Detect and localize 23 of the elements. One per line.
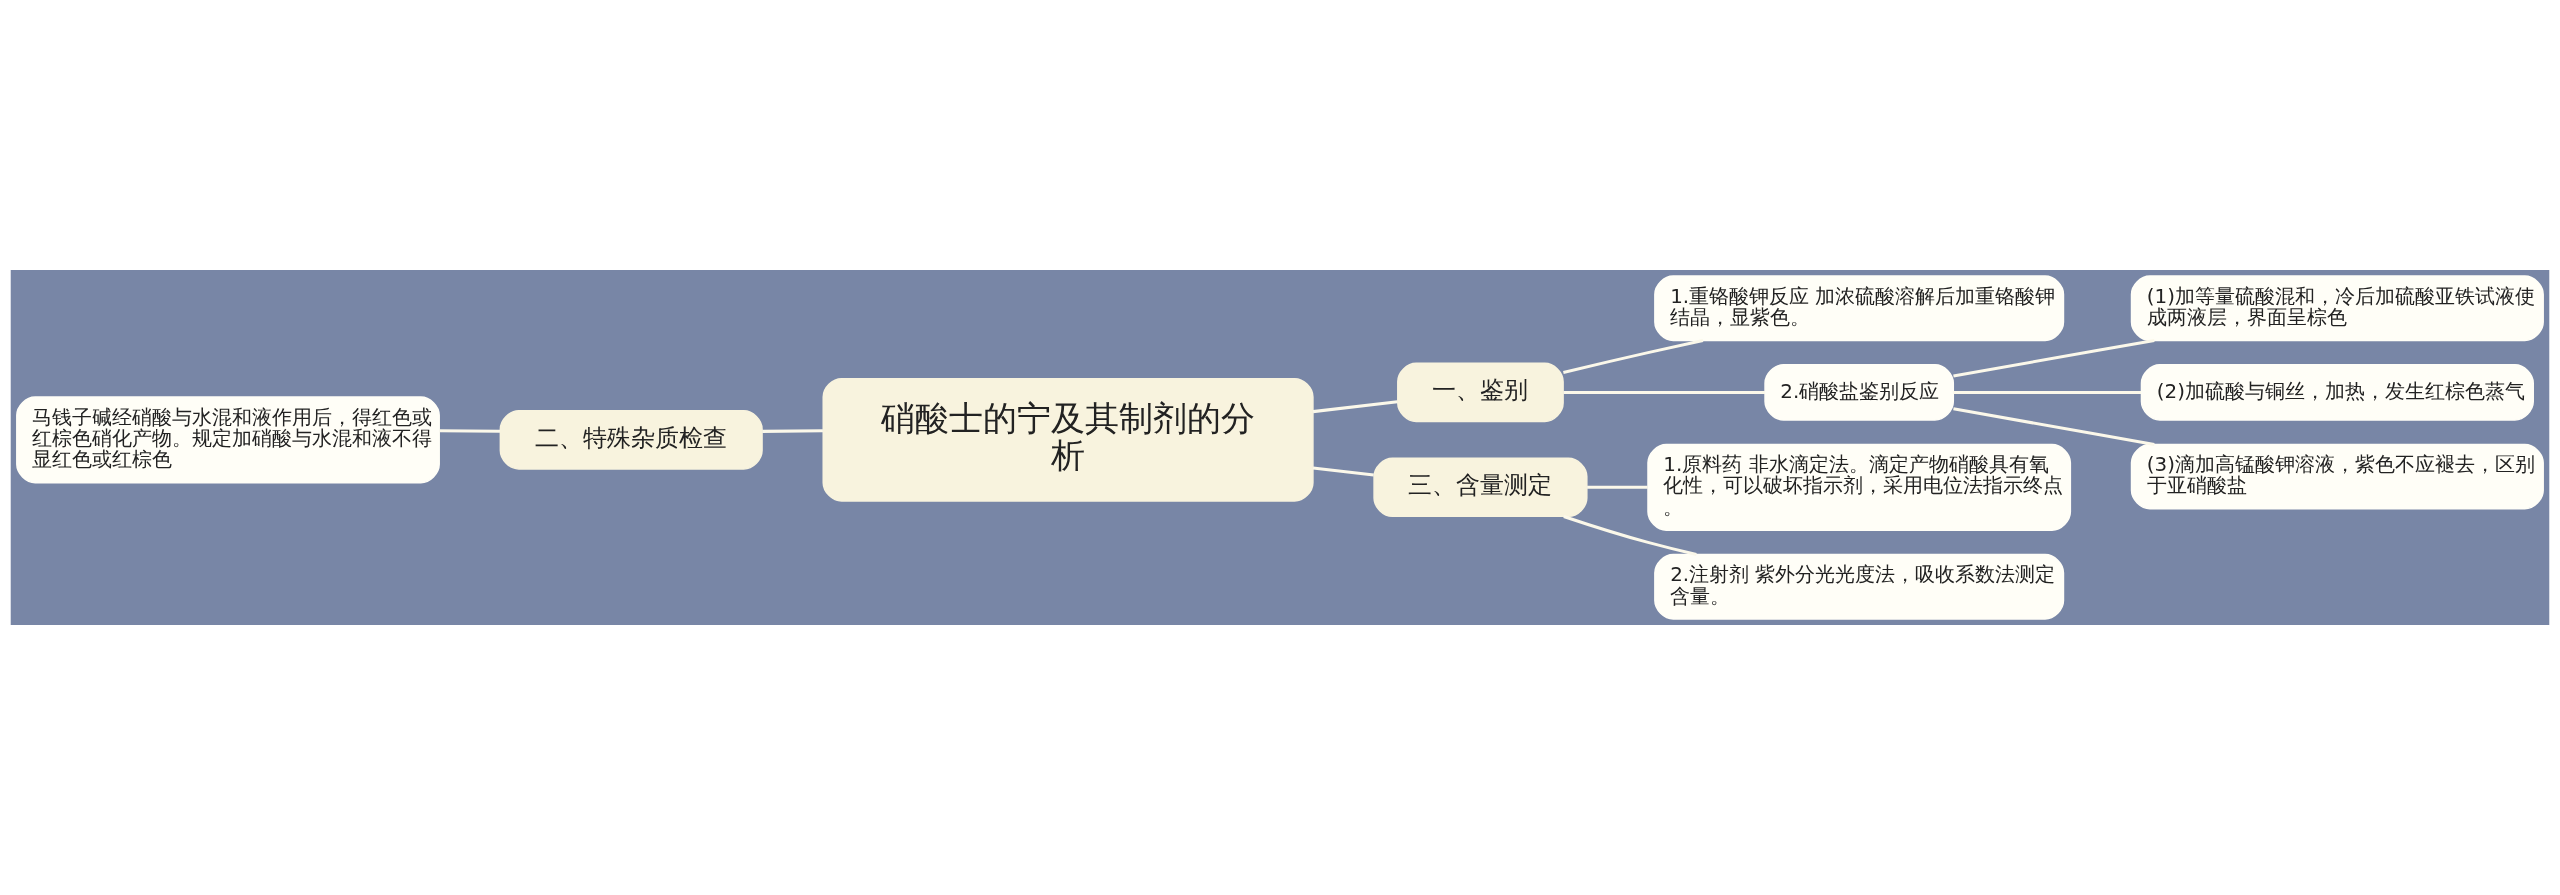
node-box: 三、含量测定 bbox=[1373, 457, 1588, 518]
node-box: 2.注射剂 紫外分光光度法，吸收系数法测定含量。 bbox=[1654, 553, 2065, 620]
node-box: 二、特殊杂质检查 bbox=[499, 410, 763, 470]
node-box: 1.重铬酸钾反应 加浓硫酸溶解后加重铬酸钾结晶，显紫色。 bbox=[1654, 275, 2065, 342]
node-box: 2.硝酸盐鉴别反应 bbox=[1764, 364, 1955, 421]
connector bbox=[1563, 339, 1704, 374]
node-box: 一、鉴别 bbox=[1397, 362, 1564, 423]
connector bbox=[1587, 485, 1648, 489]
connector bbox=[1953, 338, 2155, 378]
node-box: 硝酸士的宁及其制剂的分析 bbox=[822, 377, 1314, 502]
node-box: (2)加硫酸与铜丝，加热，发生红棕色蒸气 bbox=[2140, 364, 2534, 421]
node-box: 1.原料药 非水滴定法。滴定产物硝酸具有氧化性，可以破坏指示剂，采用电位法指示终点。 bbox=[1647, 443, 2072, 531]
connector bbox=[1312, 400, 1398, 414]
node-box: (3)滴加高锰酸钾溶液，紫色不应褪去，区别于亚硝酸盐 bbox=[2130, 443, 2544, 510]
connector bbox=[1953, 407, 2155, 446]
connector bbox=[1563, 515, 1697, 556]
node-box: 马钱子碱经硝酸与水混和液作用后，得红色或红棕色硝化产物。规定加硝酸与水混和液不得显红色或红棕色 bbox=[16, 396, 440, 484]
connector bbox=[1953, 390, 2142, 394]
node-box: (1)加等量硫酸混和，冷后加硫酸亚铁试液使成两液层，界面呈棕色 bbox=[2130, 275, 2544, 342]
connector bbox=[762, 429, 823, 433]
connector bbox=[439, 429, 500, 433]
connector bbox=[1312, 466, 1374, 477]
connector bbox=[1563, 390, 1766, 394]
